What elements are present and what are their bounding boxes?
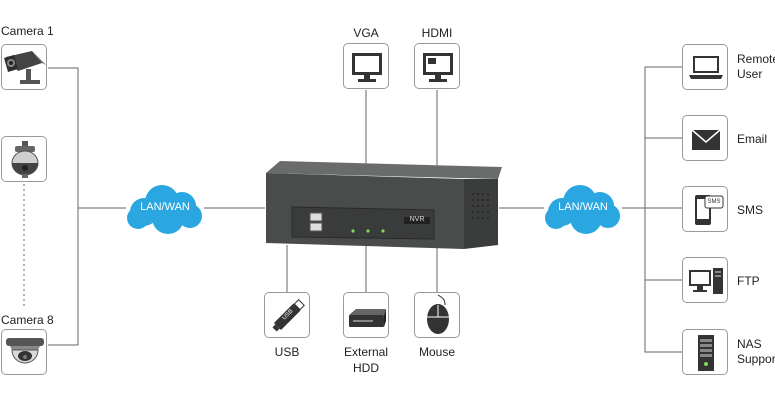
desktop-computer-icon [689,268,723,294]
camera-8-tile [1,329,47,375]
lan-wan-cloud-left: LAN/WAN [124,180,206,236]
camera-2-tile [1,136,47,182]
phone-sms-icon [695,195,724,225]
vga-label: VGA [353,26,379,40]
monitor-icon [352,53,382,82]
usb-label: USB [274,345,300,359]
ftp-tile [682,257,728,303]
hdmi-monitor-tile [414,43,460,89]
sms-tile: SMS [682,186,728,232]
email-tile [682,115,728,161]
lan-wan-right-label: LAN/WAN [558,201,608,213]
camera-1-label: Camera 1 [1,24,54,38]
dome-camera-icon [11,141,39,178]
lan-wan-left-label: LAN/WAN [140,201,190,213]
remote-bracket-line [644,66,682,353]
sms-label: SMS [737,203,764,217]
remote-user-label-line1: Remote [737,52,775,66]
server-tower-icon [698,335,714,371]
nvr-device: NVR [266,161,502,251]
monitor-icon [423,53,453,82]
hdd-label-line1: External [343,345,389,359]
bullet-camera-icon [4,51,46,84]
cloud-icon [127,185,202,234]
hard-drive-icon [349,309,386,327]
mouse-tile [414,292,460,338]
cloud-icon [545,185,620,234]
vga-monitor-tile [343,43,389,89]
camera-8-label: Camera 8 [1,313,54,327]
envelope-icon [691,129,721,150]
remote-user-label-line2: User [737,67,763,81]
device-logo: NVR [409,216,425,223]
remote-user-tile [682,44,728,90]
lan-wan-cloud-right: LAN/WAN [542,180,624,236]
mouse-label: Mouse [418,345,456,359]
usb-stick-icon [272,299,305,332]
nas-label-line1: NAS [737,337,762,351]
usb-tile: USB [264,292,310,338]
sms-bubble-text: SMS [707,199,721,205]
ceiling-dome-camera-icon [6,338,44,364]
hdmi-label: HDMI [421,26,453,40]
laptop-icon [689,56,723,79]
ftp-label: FTP [737,274,760,288]
camera-1-tile [1,44,47,90]
mouse-icon [427,294,449,334]
nas-tile [682,329,728,375]
external-hdd-tile [343,292,389,338]
nas-label-line2: Support [737,352,775,366]
camera-bracket-line [48,67,79,346]
hdd-label-line2: HDD [353,361,379,375]
nvr-device-icon [266,161,502,249]
email-label: Email [737,132,768,146]
